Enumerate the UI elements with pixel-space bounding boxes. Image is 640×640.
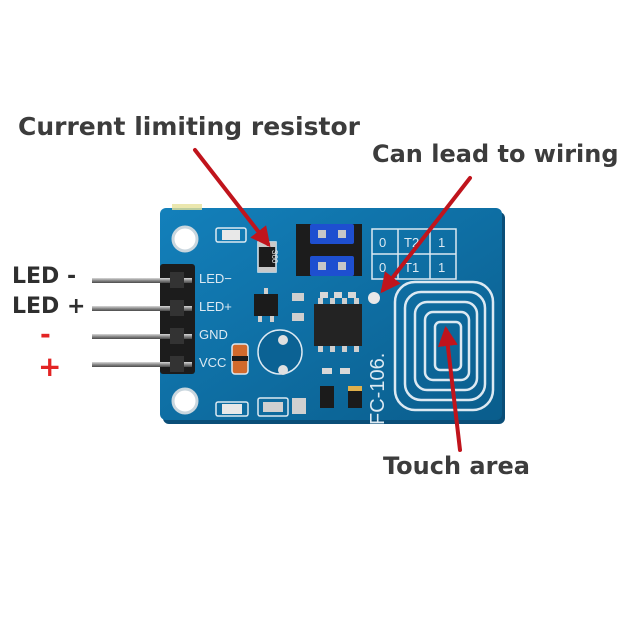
silk-gnd: GND xyxy=(199,327,228,342)
resistor-arrow xyxy=(193,148,271,248)
callout-arrows xyxy=(193,148,472,452)
silk-led-pos: LED+ xyxy=(199,299,232,314)
silk-led-neg: LED− xyxy=(199,271,232,286)
jumper-block xyxy=(296,224,362,276)
silk-vcc: VCC xyxy=(199,355,226,370)
current-limiting-resistor-callout: Current limiting resistor xyxy=(18,112,360,141)
top-led xyxy=(215,227,247,243)
round-pad xyxy=(257,329,303,375)
can-lead-to-wiring-callout: Can lead to wiring xyxy=(372,140,619,168)
jumper-r2c3: 1 xyxy=(438,260,445,275)
smd-components xyxy=(292,292,356,374)
led-negative-pin-label: LED - xyxy=(12,264,77,289)
touch-area-callout: Touch area xyxy=(383,452,530,480)
ground-pin-label: - xyxy=(40,320,51,350)
silkscreen-labels: LED− LED+ GND VCC xyxy=(199,271,232,370)
header-pins xyxy=(92,264,195,374)
jumper-r1c3: 1 xyxy=(438,235,445,250)
touch-area-pattern xyxy=(393,280,495,412)
jumper-r1c1: 0 xyxy=(379,235,386,250)
jumper-r2c2: T1 xyxy=(404,260,419,275)
model-number: FC-106. xyxy=(367,353,389,425)
wiring-arrow xyxy=(380,176,472,294)
transistor xyxy=(254,288,278,322)
current-limiting-resistor: 360 xyxy=(257,241,279,273)
led-positive-pin-label: LED + xyxy=(12,294,86,319)
bottom-components xyxy=(215,386,362,417)
mounting-holes xyxy=(171,225,199,415)
resistor-code: 360 xyxy=(270,250,279,264)
vcc-pin-label: + xyxy=(38,350,62,383)
touch-controller-ic xyxy=(314,292,380,352)
diode xyxy=(231,343,249,375)
jumper-r2c1: 0 xyxy=(379,260,386,275)
touch-arrow xyxy=(437,326,462,452)
